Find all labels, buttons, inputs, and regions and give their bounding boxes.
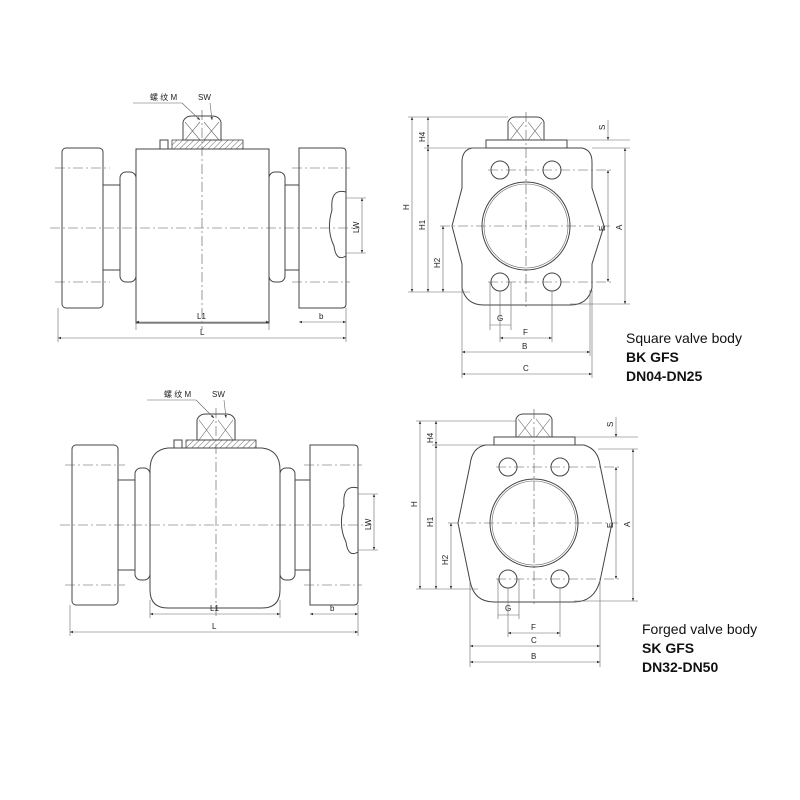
- dim-l-label: L: [212, 622, 217, 631]
- dim-s-label: S: [606, 422, 615, 427]
- stem-head: [182, 115, 222, 141]
- caption-forged-body: Forged valve body SK GFS DN32-DN50: [642, 620, 757, 677]
- dim-lw-label: LW: [352, 221, 361, 233]
- sw-label: SW: [212, 390, 225, 399]
- dim-s-label: S: [598, 125, 607, 130]
- caption-model: BK GFS: [626, 349, 679, 365]
- dim-h2-label: H2: [441, 554, 450, 565]
- dim-h-label: H: [402, 204, 411, 210]
- stem-head: [196, 413, 236, 441]
- dim-b-label: b: [330, 604, 335, 613]
- dim-f-label: F: [523, 328, 528, 337]
- dim-b-label: B: [531, 652, 536, 661]
- caption-model: SK GFS: [642, 640, 695, 656]
- thread-m-label: 螺 纹 M: [164, 389, 191, 399]
- stem-plate: [171, 139, 244, 150]
- top-plate: [485, 139, 568, 149]
- end-view-forged-body: H H4 H1 H2 S E A G F C B: [410, 409, 638, 667]
- dim-c-label: C: [531, 636, 537, 645]
- dim-b-label: B: [522, 342, 527, 351]
- thread-m-label: 螺 纹 M: [150, 92, 177, 102]
- right-nut: [279, 467, 296, 581]
- dim-b-label: b: [319, 312, 324, 321]
- left-nut: [119, 171, 137, 283]
- dim-e-label: E: [598, 226, 607, 231]
- dim-h4-label: H4: [426, 432, 435, 443]
- stop-pin: [159, 139, 169, 150]
- left-neck: [102, 184, 121, 271]
- right-nut: [268, 171, 286, 283]
- dim-l-label: L: [200, 328, 205, 337]
- top-plate: [493, 436, 576, 446]
- dim-lw-label: LW: [364, 518, 373, 530]
- left-nut: [134, 467, 151, 581]
- dim-a-label: A: [615, 224, 624, 230]
- dim-f-label: F: [531, 623, 536, 632]
- right-neck: [284, 184, 300, 271]
- caption-range: DN32-DN50: [642, 659, 719, 675]
- body-outline: [457, 444, 613, 603]
- sw-label: SW: [198, 93, 211, 102]
- section-cutaway: [340, 486, 359, 555]
- dim-h1-label: H1: [418, 219, 427, 230]
- dim-h4-label: H4: [418, 131, 427, 142]
- dim-h-label: H: [410, 501, 419, 507]
- caption-range: DN04-DN25: [626, 368, 703, 384]
- caption-title: Square valve body: [626, 330, 742, 346]
- side-view-square-body: L1 L b LW 螺 纹 M SW: [50, 92, 366, 342]
- valve-body: [149, 447, 281, 609]
- caption-square-body: Square valve body BK GFS DN04-DN25: [626, 329, 742, 386]
- dim-e-label: E: [606, 523, 615, 528]
- stop-pin: [173, 439, 183, 449]
- dim-h1-label: H1: [426, 516, 435, 527]
- stem-plate: [185, 439, 257, 449]
- dim-a-label: A: [623, 521, 632, 527]
- right-flange: [298, 147, 347, 309]
- dim-h2-label: H2: [433, 257, 442, 268]
- body-outline: [451, 147, 605, 306]
- caption-title: Forged valve body: [642, 621, 758, 637]
- side-view-forged-body: L1 L b LW 螺 纹 M SW: [60, 389, 378, 636]
- dim-l1-label: L1: [210, 604, 219, 613]
- section-cutaway: [328, 190, 347, 259]
- dim-l1-label: L1: [197, 312, 206, 321]
- stem-head: [507, 116, 545, 141]
- dim-c-label: C: [523, 364, 529, 373]
- right-flange: [309, 444, 359, 606]
- valve-body: [135, 148, 270, 324]
- stem-head: [515, 413, 553, 438]
- end-view-square-body: H H4 H1 H2 S E A G F B C: [402, 112, 630, 378]
